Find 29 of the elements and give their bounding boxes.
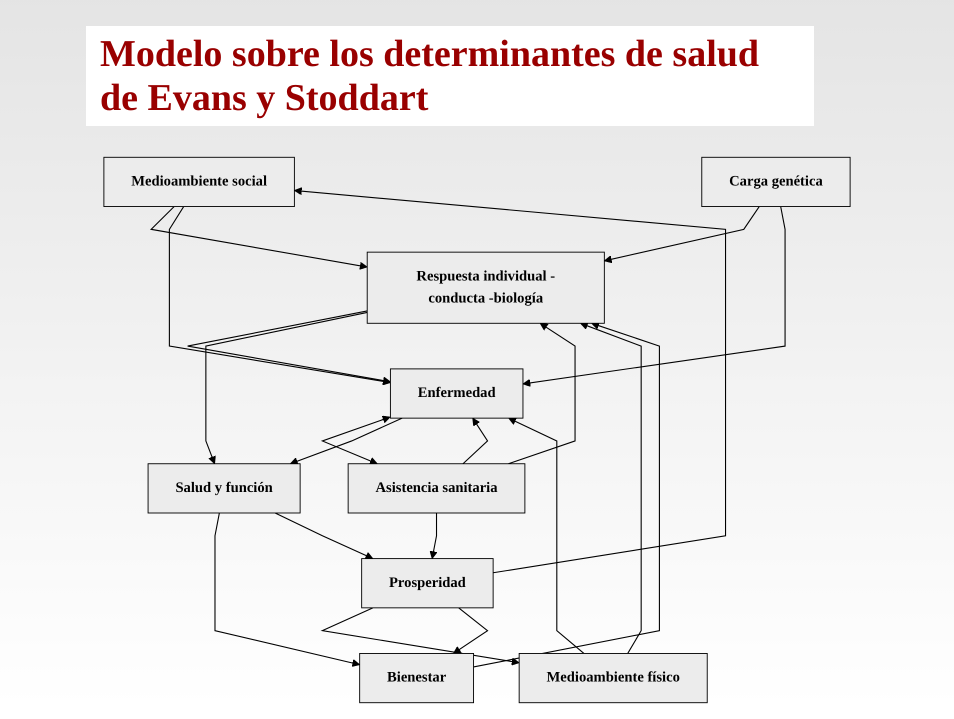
arrow [294, 187, 726, 574]
arrow [430, 513, 438, 559]
node-box: Enfermedad [390, 368, 524, 419]
node-box: Bienestar [359, 653, 474, 704]
node-box: Respuesta individual -conducta -biología [366, 252, 605, 324]
arrow [205, 312, 368, 464]
arrow [150, 206, 368, 270]
arrow [274, 512, 374, 560]
arrow [453, 607, 488, 654]
arrow [508, 418, 584, 654]
node-box: Salud y función [148, 463, 301, 514]
arrow [320, 607, 520, 666]
diagram-title: Modelo sobre los determinantes de salud de Evans y Stoddart [86, 26, 814, 126]
arrow [522, 206, 786, 387]
arrow [168, 206, 391, 386]
arrow [473, 322, 660, 668]
node-box: Asistencia sanitaria [348, 463, 526, 514]
node-box: Prosperidad [361, 558, 494, 608]
node-box: Medioambiente social [103, 156, 295, 207]
arrow [320, 416, 390, 465]
node-box: Medioambiente físico [518, 653, 708, 704]
arrow [290, 418, 402, 465]
arrow [604, 206, 760, 264]
arrow [580, 322, 642, 654]
arrow [462, 418, 488, 464]
arrow [214, 512, 360, 667]
arrow [508, 322, 576, 464]
arrow [187, 310, 391, 385]
node-box: Carga genética [701, 156, 851, 207]
